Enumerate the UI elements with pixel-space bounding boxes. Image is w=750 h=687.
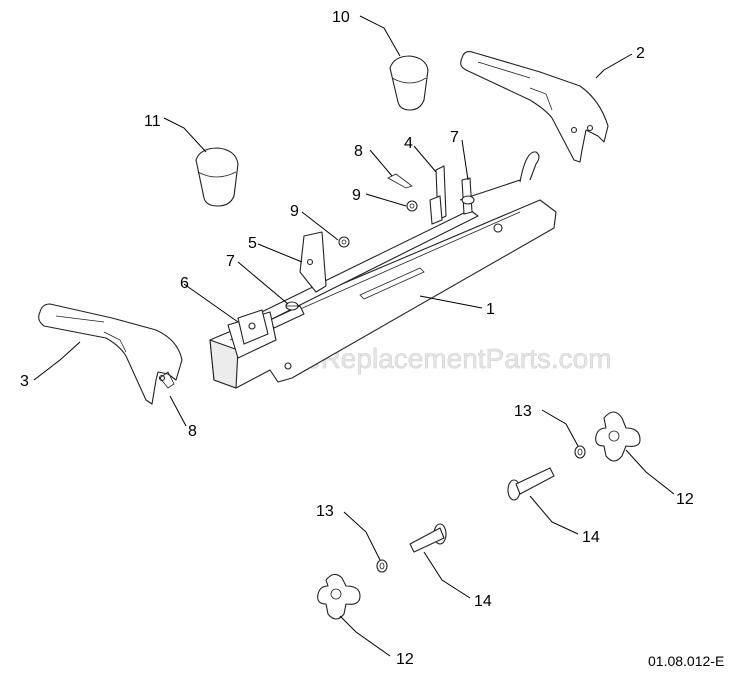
part-14-bolt-right <box>507 467 555 501</box>
part-13-washer-right <box>574 445 586 459</box>
callout-labels: 1 2 3 4 5 6 7 7 8 8 9 9 10 11 12 12 13 1… <box>20 9 694 668</box>
part-3-left-handle <box>38 303 183 405</box>
callout-14-right: 14 <box>582 529 600 546</box>
callout-2: 2 <box>636 45 645 62</box>
callout-5: 5 <box>248 235 257 252</box>
leader-lines <box>33 15 675 657</box>
callout-6: 6 <box>180 275 189 292</box>
part-8-clip-upper <box>387 173 413 189</box>
callout-13-left: 13 <box>316 503 334 520</box>
part-4-bracket <box>429 165 447 225</box>
callout-9-lower: 9 <box>290 203 299 220</box>
callout-11: 11 <box>144 113 161 130</box>
part-12-star-knob-right <box>595 411 641 462</box>
part-10-knob <box>389 55 429 111</box>
part-7-pin-lower <box>285 301 299 311</box>
callout-4: 4 <box>404 135 413 152</box>
part-11-knob <box>195 147 239 207</box>
part-13-washer-left <box>376 559 388 573</box>
part-14-bolt-left <box>409 523 447 553</box>
part-12-star-knob-left <box>317 573 361 620</box>
callout-14-left: 14 <box>474 593 492 610</box>
callout-8-lower: 8 <box>188 423 197 440</box>
part-9-nut-lower <box>338 236 350 248</box>
callout-3: 3 <box>20 373 29 390</box>
callout-12-left: 12 <box>396 651 414 668</box>
callout-7-lower: 7 <box>226 253 235 270</box>
callout-10: 10 <box>332 9 350 26</box>
part-2-right-handle <box>460 51 609 163</box>
part-1-seat-rail <box>209 151 557 389</box>
part-9-nut-upper <box>406 200 418 212</box>
part-5-bracket <box>299 231 327 293</box>
callout-12-right: 12 <box>676 491 694 508</box>
part-6-bracket <box>237 309 269 345</box>
callout-13-right: 13 <box>514 403 532 420</box>
callout-8-upper: 8 <box>354 143 363 160</box>
callout-9-upper: 9 <box>352 187 361 204</box>
watermark: eReplacementParts.com <box>305 343 612 374</box>
part-8-clip-lower <box>159 371 175 389</box>
callout-7-upper: 7 <box>450 129 459 146</box>
callout-1: 1 <box>486 301 495 318</box>
diagram-code: 01.08.012-E <box>648 653 724 669</box>
